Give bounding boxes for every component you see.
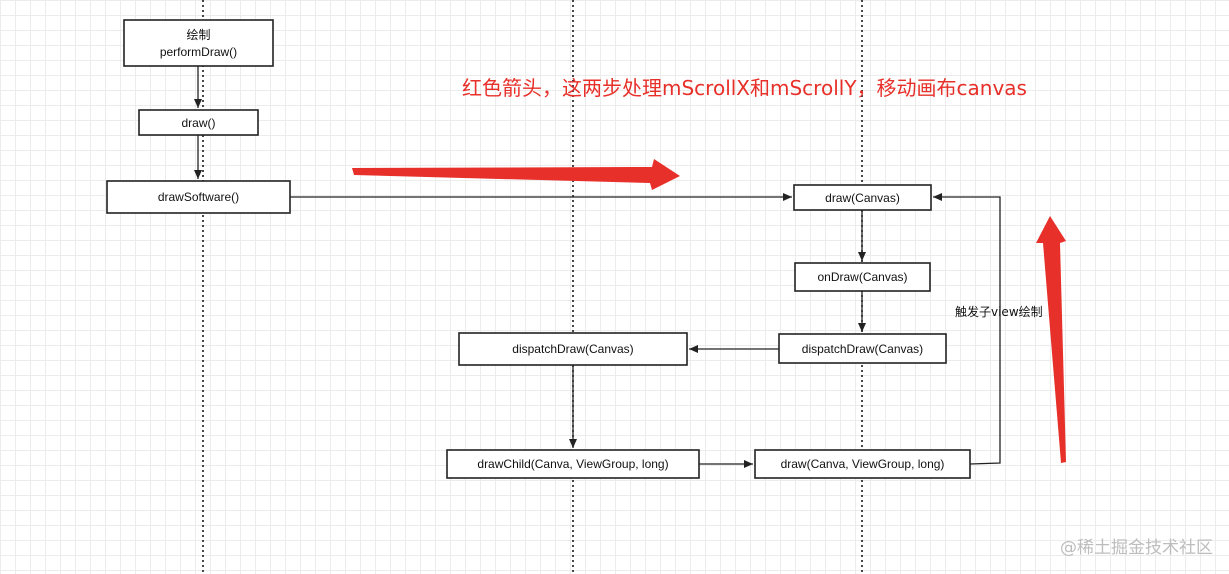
red-arrow-horizontal [352,159,680,190]
red-arrow-caption: 红色箭头，这两步处理mScrollX和mScrollY，移动画布canvas [462,76,1027,100]
red-arrow-vertical [1036,216,1066,463]
box-on-draw: onDraw(Canvas) [794,262,931,292]
box-draw-software: drawSoftware() [106,180,291,214]
arrow-trigger-child-draw [933,193,1001,465]
box-perform-draw: 绘制 performDraw() [123,19,274,67]
box-draw-child: drawChild(Canva, ViewGroup, long) [446,449,700,479]
watermark: @稀土掘金技术社区 [1060,538,1213,558]
box-draw: draw() [138,109,259,136]
box-dispatch-draw-left: dispatchDraw(Canvas) [458,332,688,366]
box-dispatch-draw-right-label: dispatchDraw(Canvas) [802,342,923,356]
box-draw-viewgroup: draw(Canva, ViewGroup, long) [754,449,971,479]
note-trigger-child-draw: 触发子view绘制 [955,304,1043,319]
box-dispatch-draw-right: dispatchDraw(Canvas) [778,333,947,364]
box-perform-draw-label-1: 绘制 [186,27,210,42]
box-on-draw-label: onDraw(Canvas) [817,270,907,284]
box-dispatch-draw-left-label: dispatchDraw(Canvas) [512,342,633,356]
box-draw-canvas-label: draw(Canvas) [825,191,900,205]
box-draw-canvas: draw(Canvas) [793,184,932,211]
box-draw-label: draw() [181,116,215,130]
box-perform-draw-label-2: performDraw() [160,45,237,59]
box-draw-software-label: drawSoftware() [158,190,239,204]
box-draw-child-label: drawChild(Canva, ViewGroup, long) [477,457,668,471]
box-draw-viewgroup-label: draw(Canva, ViewGroup, long) [781,457,945,471]
